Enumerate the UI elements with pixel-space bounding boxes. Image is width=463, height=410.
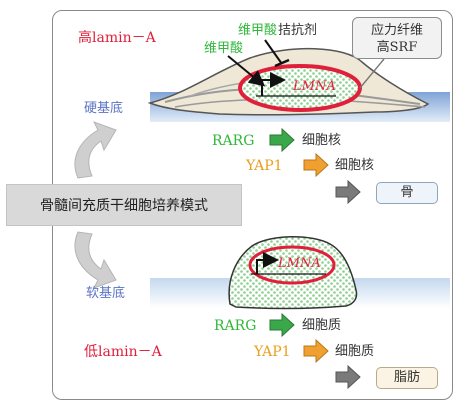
curved-arrow-up-icon: [74, 121, 117, 179]
antagonist-prefix: 维甲酸: [238, 23, 278, 38]
stress-fiber-callout: 应力纤维 高SRF: [352, 17, 442, 59]
high-lamin-label: 高lamin－A: [78, 30, 156, 46]
main-title: 骨髓间充质干细胞培养模式: [40, 198, 208, 214]
stress-fiber-label: 应力纤维: [370, 23, 423, 38]
main-title-box: 骨髓间充质干细胞培养模式: [6, 184, 242, 226]
rarg-bottom-target: 细胞质: [302, 318, 342, 333]
promoter-arrow-icon-bottom: [256, 252, 279, 274]
hard-substrate-label: 硬基底: [84, 101, 124, 116]
rarg-bottom-label: RARG: [214, 318, 257, 334]
soft-substrate-label: 软基底: [86, 286, 126, 301]
bone-fate-arrow-icon: [335, 179, 361, 205]
antagonist-inhibition-icon: [264, 39, 283, 65]
lmna-bottom-label: LMNA: [278, 256, 321, 271]
retinoic-acid-arrow-icon: [227, 55, 266, 87]
yap1-bottom-label: YAP1: [254, 344, 291, 360]
low-lamin-label: 低lamin－A: [84, 344, 162, 360]
curved-arrow-down-icon: [74, 231, 117, 289]
inhibition-bar: [274, 58, 290, 68]
yap1-top-target: 细胞核: [335, 158, 375, 173]
callout-pointer: [359, 58, 385, 89]
retinoic-acid-label: 维甲酸: [204, 41, 244, 56]
bone-fate-box: 骨: [376, 182, 438, 204]
yap1-cytoplasm-arrow-icon: [303, 338, 329, 364]
rarg-top-label: RARG: [212, 133, 255, 149]
high-srf-label: 高SRF: [376, 40, 418, 55]
antagonist-suffix-label: 拮抗剂: [278, 23, 318, 38]
fat-fate-arrow-icon: [335, 364, 361, 390]
lmna-top-label: LMNA: [293, 79, 336, 94]
rarg-cytoplasm-arrow-icon: [269, 312, 295, 338]
fat-fate-box: 脂肪: [376, 367, 438, 389]
antagonist-label-green: 维甲酸: [238, 24, 277, 37]
yap1-nucleus-arrow-icon: [303, 152, 329, 178]
yap1-top-label: YAP1: [246, 158, 283, 174]
rarg-nucleus-arrow-icon: [269, 127, 295, 153]
yap1-bottom-target: 细胞质: [335, 344, 375, 359]
rarg-top-target: 细胞核: [302, 133, 342, 148]
